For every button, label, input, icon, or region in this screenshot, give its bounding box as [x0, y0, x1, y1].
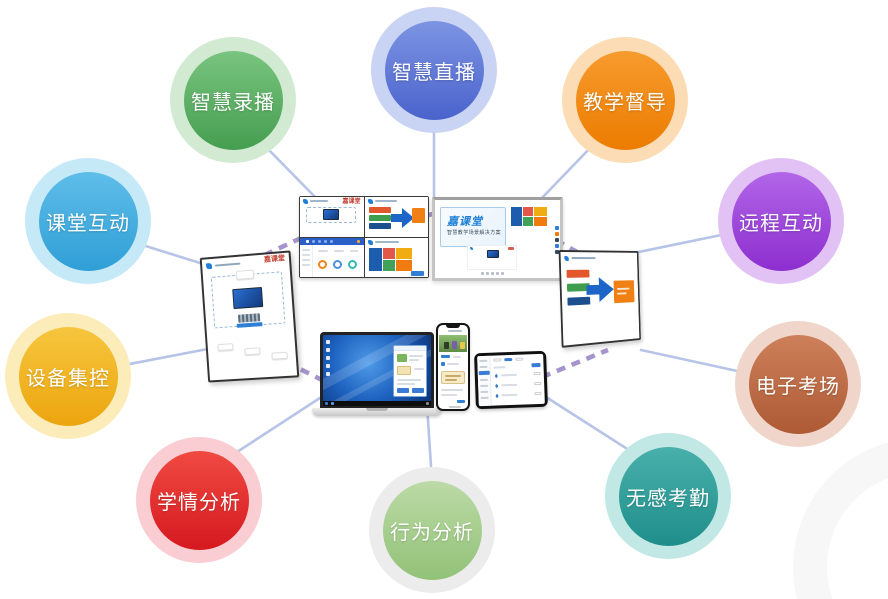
mock-feature-tiles: [364, 237, 428, 277]
start-button: [325, 402, 328, 405]
link-button: [457, 400, 465, 403]
side-menu-strip: [555, 226, 559, 256]
feature-bubble-learning-analysis: 学情分析: [136, 437, 262, 563]
feature-label: 学情分析: [149, 450, 249, 550]
app-title-bar: [448, 330, 462, 332]
smartphone: [436, 323, 470, 411]
poster-subtitle: 智慧教学场景解决方案: [447, 230, 502, 236]
feature-bubble-smart-live: 智慧直播: [371, 7, 497, 133]
desktop-icon: [326, 364, 330, 368]
desktop-icon: [326, 372, 330, 376]
big-arrow-icon: [586, 276, 615, 303]
edit-icon: [494, 373, 499, 379]
screen-solution-poster: 嘉课堂 智慧教学场景解决方案: [432, 197, 563, 281]
mock-admin-dashboard: [300, 237, 364, 277]
mock-topology-slide: 嘉课堂: [300, 197, 364, 237]
feature-label: 智慧直播: [384, 20, 484, 120]
feature-bubble-e-exam-room: 电子考场: [735, 321, 861, 447]
brand-mark-icon: [303, 199, 308, 204]
device-rack: [237, 313, 261, 323]
feature-bubble-behavior-analysis: 行为分析: [369, 467, 495, 593]
donut-chart: [333, 259, 342, 269]
poster-card: 嘉课堂 智慧教学场景解决方案: [440, 207, 506, 247]
phone-notch: [446, 325, 460, 328]
connector-e-exam-room: [639, 348, 753, 376]
thumbnail: [397, 354, 407, 362]
feature-label: 智慧录播: [183, 50, 283, 150]
feature-bubble-smart-recording: 智慧录播: [170, 37, 296, 163]
edit-icon: [494, 383, 499, 389]
tablet-content: [490, 354, 545, 406]
feature-label: 课堂互动: [38, 171, 138, 271]
popup-button: [412, 388, 424, 393]
popup-window: [393, 345, 427, 397]
brand-mark-icon: [205, 262, 213, 270]
photo-block: [439, 335, 467, 352]
mini-topology-slide: [467, 245, 517, 270]
connector-seamless-attendance: [544, 395, 634, 454]
connector-teaching-supervision: [538, 144, 594, 202]
donut-chart: [318, 259, 327, 269]
poster-title: 嘉课堂: [447, 216, 483, 228]
thumbnail: [397, 366, 411, 375]
laptop-screen: [320, 332, 434, 408]
screen-dashboard-grid: 嘉课堂: [299, 196, 429, 278]
brand-logo-red: 嘉课堂: [342, 199, 361, 205]
laptop-base: [312, 408, 442, 416]
feature-bubble-seamless-attendance: 无感考勤: [605, 433, 731, 559]
desktop-icon: [326, 340, 330, 344]
tablet-screen: [477, 353, 545, 407]
tablet: [474, 350, 548, 410]
screen-topology-left: 嘉课堂: [199, 250, 300, 383]
screen-arrow-right: [558, 249, 641, 348]
connector-smart-recording: [264, 145, 320, 202]
big-arrow-icon: [390, 208, 414, 228]
feature-label: 行为分析: [382, 480, 482, 580]
feature-bubble-classroom-interaction: 课堂互动: [25, 158, 151, 284]
connector-learning-analysis: [232, 392, 328, 456]
sidebar-active-item: [478, 370, 490, 376]
feature-label: 设备集控: [18, 326, 118, 426]
dashed-link-monitor-to-left-screen: [253, 228, 317, 263]
dashed-link-tablet-to-right-screen: [541, 347, 609, 380]
mock-feature-tiles-small: [511, 207, 547, 226]
desktop-icon: [326, 356, 330, 360]
home-indicator: [449, 406, 461, 408]
feature-label: 电子考场: [748, 334, 848, 434]
primary-button: [531, 362, 541, 368]
edit-icon: [494, 393, 500, 399]
donut-chart: [348, 259, 357, 269]
feature-bubble-teaching-supervision: 教学督导: [562, 37, 688, 163]
feature-label: 远程互动: [731, 171, 831, 271]
feature-bubble-remote-interaction: 远程互动: [718, 158, 844, 284]
popup-button: [397, 388, 409, 393]
laptop: [312, 332, 442, 416]
connector-remote-interaction: [622, 231, 733, 257]
taskbar: [323, 401, 431, 406]
feature-label: 无感考勤: [618, 446, 718, 546]
feature-label: 教学督导: [575, 50, 675, 150]
desktop-icon: [326, 348, 330, 352]
avatar: [441, 362, 445, 366]
mini-red-logo: [508, 247, 514, 250]
mock-arrow-slide: [364, 197, 428, 237]
brand-logo-red: 嘉课堂: [263, 254, 286, 264]
cloud-node: [235, 269, 255, 280]
feature-bubble-device-central-control: 设备集控: [5, 313, 131, 439]
pagination-dots: [481, 272, 504, 275]
certificate-card: [441, 371, 465, 384]
